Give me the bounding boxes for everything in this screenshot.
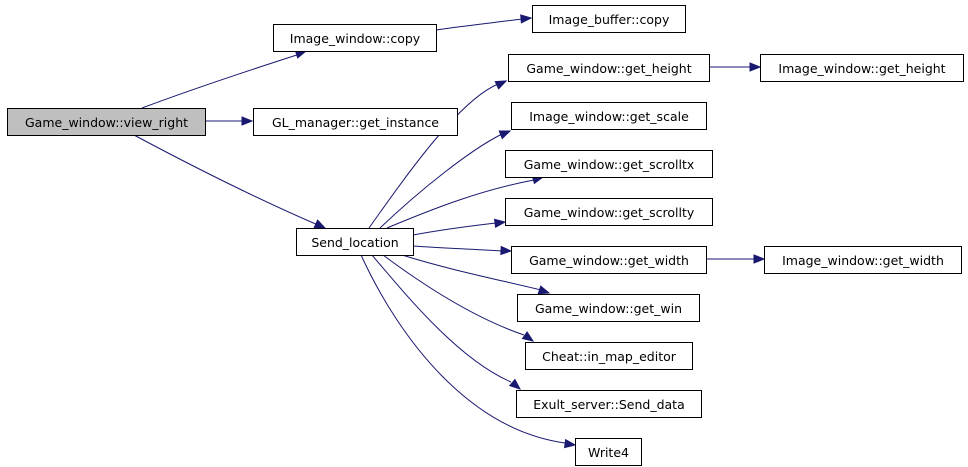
arrowhead-icon — [520, 14, 533, 24]
node-box — [505, 198, 713, 226]
node-label: Game_window::get_win — [535, 301, 682, 316]
edge-send_loc-to-gw_scrollty — [412, 218, 507, 236]
arrowhead-icon — [749, 62, 762, 72]
edge-send_loc-to-exult_send — [371, 254, 522, 390]
node-label: Cheat::in_map_editor — [542, 349, 677, 364]
arrowhead-icon — [563, 438, 577, 449]
node-box — [764, 246, 962, 274]
node-iw-height[interactable]: Image_window::get_height — [760, 54, 964, 82]
edge-send_loc-to-gw_height — [368, 80, 508, 229]
edge-send_loc-to-write4 — [360, 254, 577, 449]
arrowhead-icon — [494, 218, 507, 228]
node-view-right[interactable]: Game_window::view_right — [7, 108, 206, 136]
node-box — [516, 390, 702, 418]
edge-send_loc-to-gw_win — [401, 254, 551, 295]
node-box — [505, 150, 713, 178]
node-box — [508, 54, 710, 82]
node-img-copy[interactable]: Image_window::copy — [273, 24, 437, 52]
node-box — [760, 54, 964, 82]
node-label: GL_manager::get_instance — [272, 115, 439, 130]
node-label: Game_window::get_scrolltx — [524, 157, 695, 172]
node-label: Send_location — [311, 235, 398, 250]
node-box — [525, 342, 693, 370]
node-label: Game_window::view_right — [25, 115, 188, 130]
edge-view_right-to-gl_inst — [205, 116, 254, 126]
arrowhead-icon — [537, 285, 551, 295]
arrowhead-icon — [753, 254, 766, 264]
node-cheat-map[interactable]: Cheat::in_map_editor — [525, 342, 693, 370]
edge-send_loc-to-iw_scale — [379, 130, 512, 229]
arrowhead-icon — [313, 219, 327, 229]
edge-line — [435, 18, 523, 31]
node-label: Image_window::copy — [290, 31, 421, 46]
node-buf-copy[interactable]: Image_buffer::copy — [532, 5, 686, 33]
edge-line — [371, 254, 512, 383]
node-box — [532, 5, 686, 33]
node-write4[interactable]: Write4 — [575, 438, 642, 466]
node-iw-scale[interactable]: Image_window::get_scale — [511, 102, 707, 130]
edge-view_right-to-img_copy — [141, 49, 308, 109]
node-box — [517, 294, 700, 322]
node-label: Game_window::get_height — [526, 61, 691, 76]
node-box — [253, 108, 458, 136]
node-gw-win[interactable]: Game_window::get_win — [517, 294, 700, 322]
edge-gw_width-to-iw_width — [706, 254, 766, 264]
arrowhead-icon — [241, 116, 254, 126]
edge-line — [401, 254, 542, 291]
edge-line — [141, 52, 304, 109]
edge-line — [379, 133, 503, 229]
node-label: Game_window::get_scrollty — [524, 205, 695, 220]
edge-line — [360, 254, 566, 444]
node-box — [296, 228, 414, 256]
node-exult-send[interactable]: Exult_server::Send_data — [516, 390, 702, 418]
edge-send_loc-to-cheat_map — [382, 254, 535, 342]
edge-line — [412, 222, 497, 236]
node-box — [7, 108, 206, 136]
node-label: Game_window::get_width — [529, 253, 689, 268]
arrowhead-icon — [494, 80, 508, 90]
arrowhead-icon — [500, 245, 513, 256]
edge-line — [386, 179, 535, 229]
node-label: Image_window::get_height — [778, 61, 945, 76]
edge-view_right-to-send_loc — [133, 134, 327, 229]
node-gw-height[interactable]: Game_window::get_height — [508, 54, 710, 82]
node-gl-inst[interactable]: GL_manager::get_instance — [253, 108, 458, 136]
arrowhead-icon — [521, 331, 535, 342]
node-iw-width[interactable]: Image_window::get_width — [764, 246, 962, 274]
edge-line — [412, 245, 503, 252]
node-box — [511, 102, 707, 130]
node-box — [511, 246, 707, 274]
edge-img_copy-to-buf_copy — [435, 14, 533, 31]
node-gw-width[interactable]: Game_window::get_width — [511, 246, 707, 274]
arrowhead-icon — [498, 130, 512, 140]
edge-line — [133, 134, 319, 226]
node-label: Exult_server::Send_data — [533, 397, 685, 412]
edge-line — [382, 254, 525, 336]
node-label: Image_window::get_width — [782, 253, 944, 268]
edge-gw_height-to-iw_height — [709, 62, 762, 72]
node-gw-scrollty[interactable]: Game_window::get_scrollty — [505, 198, 713, 226]
arrowhead-icon — [508, 378, 522, 390]
node-send-loc[interactable]: Send_location — [296, 228, 414, 256]
edge-line — [368, 83, 499, 229]
edge-send_loc-to-gw_width — [412, 245, 513, 256]
node-label: Image_window::get_scale — [529, 109, 689, 124]
node-box — [273, 24, 437, 52]
node-box — [575, 438, 642, 466]
node-label: Write4 — [588, 445, 629, 460]
node-label: Image_buffer::copy — [549, 12, 670, 27]
node-gw-scrolltx[interactable]: Game_window::get_scrolltx — [505, 150, 713, 178]
